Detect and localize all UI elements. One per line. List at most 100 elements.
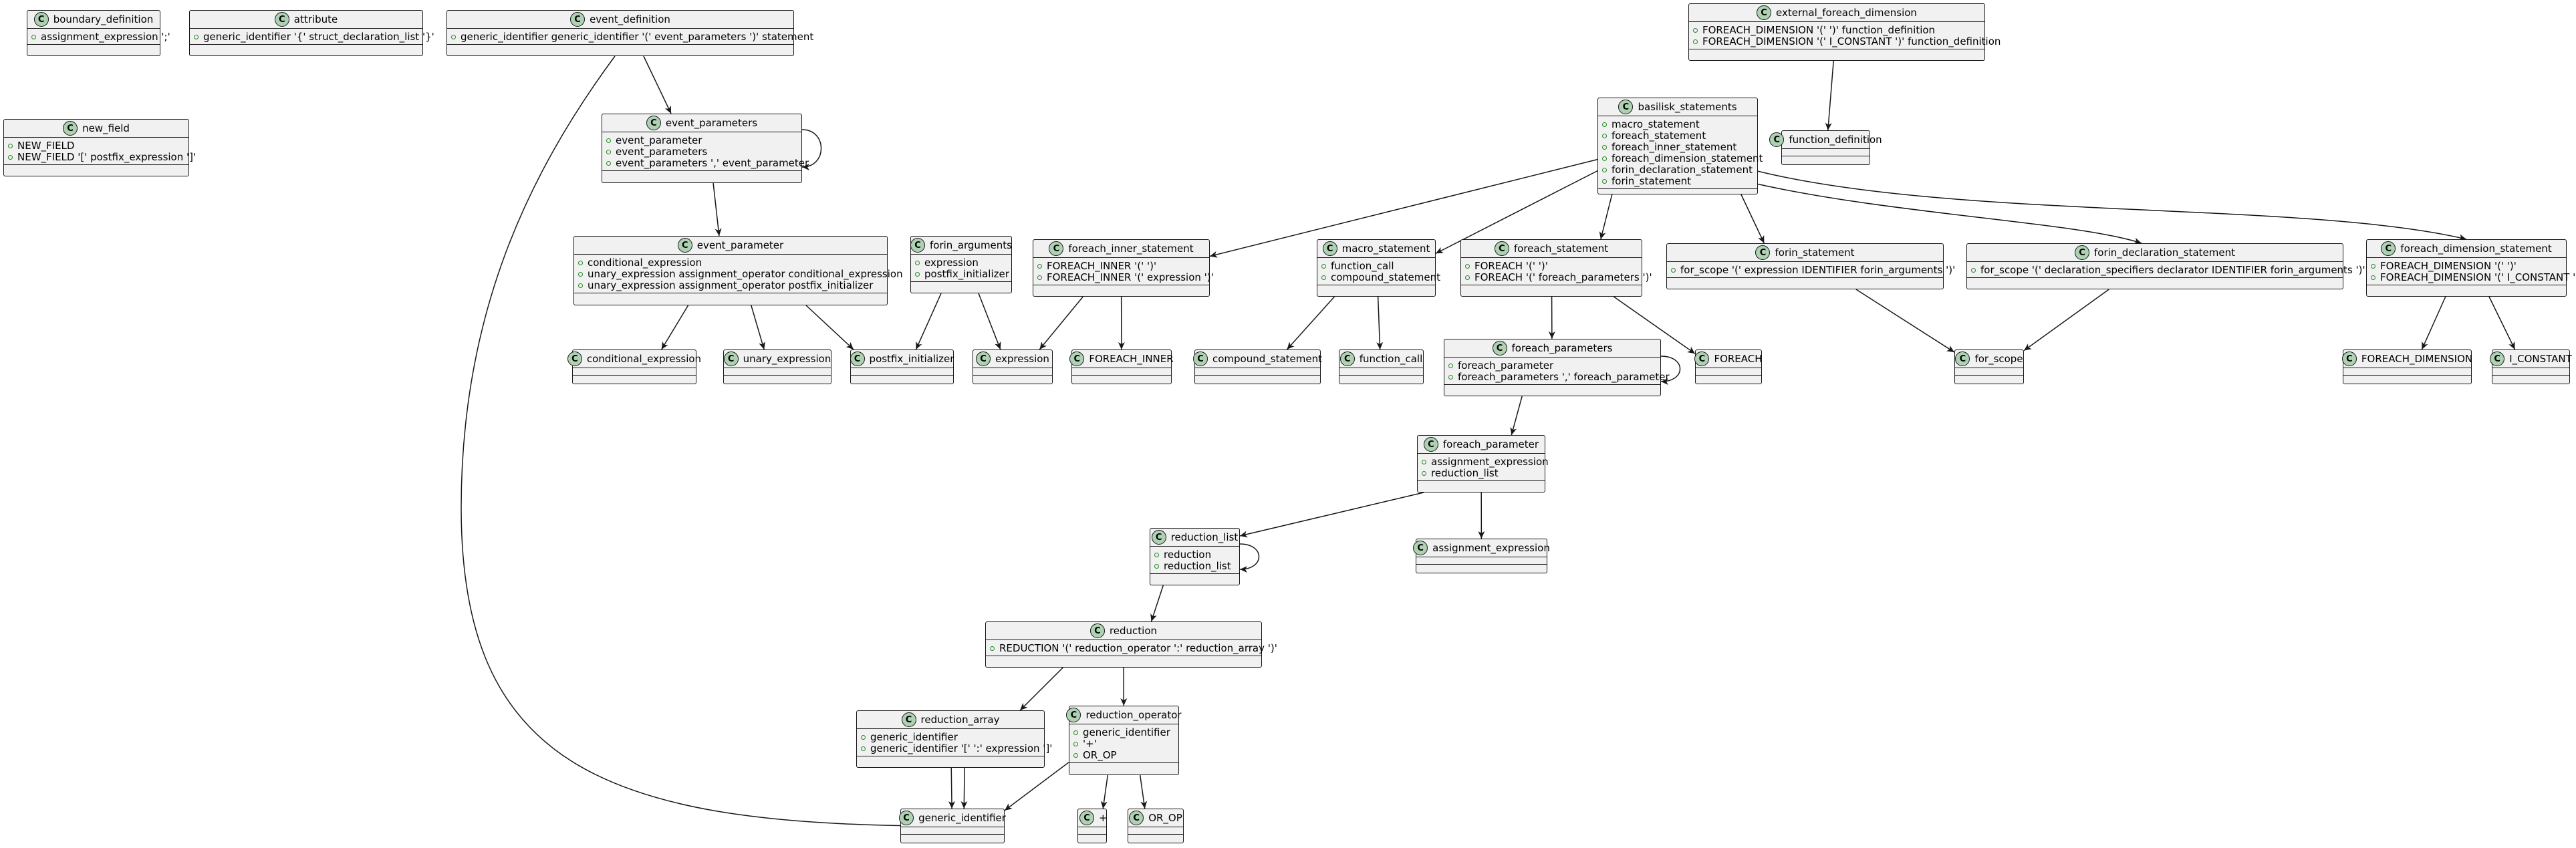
compartment-divider (2492, 375, 2569, 376)
field-row: FOREACH '(' ')' (1465, 261, 1638, 272)
class-name: assignment_expression (1432, 542, 1550, 554)
public-visibility-icon (1971, 268, 1976, 273)
compartment-divider (1150, 573, 1239, 574)
field-text: OR_OP (1083, 749, 1117, 761)
field-text: FOREACH_DIMENSION '(' ')' (2380, 260, 2517, 272)
field-list (1078, 827, 1106, 834)
public-visibility-icon (1602, 134, 1607, 138)
public-visibility-icon (606, 150, 611, 154)
field-list (2343, 368, 2471, 375)
class-stereotype-icon: C (2381, 241, 2396, 256)
class-stereotype-icon: C (1492, 341, 1507, 356)
field-row: FOREACH_INNER '(' ')' (1037, 261, 1205, 272)
field-list: FOREACH '(' ')'FOREACH '(' foreach_param… (1461, 258, 1652, 285)
field-list (973, 368, 1052, 375)
compartment-divider (1444, 357, 1660, 358)
method-list (574, 293, 887, 299)
field-text: event_parameter (616, 134, 702, 146)
field-text: conditional_expression (588, 257, 702, 269)
field-row: expression (915, 257, 1007, 269)
field-list: FOREACH_DIMENSION '(' ')'FOREACH_DIMENSI… (2367, 258, 2576, 285)
compartment-divider (857, 728, 1044, 729)
method-list (1782, 156, 1870, 162)
field-row: function_call (1321, 261, 1431, 272)
field-row: FOREACH '(' foreach_parameters ')' (1465, 272, 1652, 283)
method-list (2343, 376, 2471, 381)
field-text: assignment_expression ';' (41, 31, 170, 43)
public-visibility-icon (861, 735, 866, 740)
class-stereotype-icon: C (567, 351, 582, 366)
public-visibility-icon (1448, 364, 1453, 368)
method-list (1078, 835, 1106, 840)
field-row: event_parameters ',' event_parameter (606, 158, 809, 169)
edge-forin-arguments-to-expression (978, 293, 1001, 350)
edge-event-definition-to-generic-identifier (461, 55, 923, 829)
method-list (1689, 49, 1984, 55)
edge-foreach-parameters-to-foreach-parameters (1660, 356, 1681, 385)
method-list (1444, 385, 1660, 390)
field-list (901, 827, 1004, 834)
field-list: for_scope '(' expression IDENTIFIER fori… (1667, 262, 1955, 277)
method-list (1461, 285, 1642, 291)
compartment-divider (973, 375, 1052, 376)
edge-event-parameters-to-event-parameters (801, 129, 822, 170)
public-visibility-icon (578, 261, 583, 265)
class-stereotype-icon: C (901, 712, 916, 727)
field-list (851, 368, 953, 375)
field-list: REDUCTION '(' reduction_operator ':' red… (986, 640, 1277, 656)
compartment-divider (1598, 188, 1757, 189)
field-list (1339, 368, 1423, 375)
field-list (1955, 368, 2023, 375)
class-header: C+ (1078, 809, 1108, 827)
edge-foreach-parameters-to-foreach-parameter (1510, 396, 1523, 436)
field-row: reduction (1154, 549, 1235, 561)
compartment-divider (27, 44, 160, 45)
class-stereotype-icon: C (33, 12, 49, 27)
compartment-divider (851, 375, 953, 376)
public-visibility-icon (1602, 156, 1607, 161)
field-row: event_parameters (606, 146, 797, 158)
compartment-divider (1667, 261, 1943, 262)
class-name: external_foreach_dimension (1776, 7, 1917, 19)
field-text: FOREACH_INNER '(' expression ')' (1047, 271, 1214, 283)
field-text: FOREACH '(' ')' (1474, 260, 1548, 272)
field-text: unary_expression assignment_operator pos… (588, 279, 874, 291)
compartment-divider (1418, 453, 1545, 454)
field-list: generic_identifier generic_identifier '(… (447, 29, 813, 44)
class-name: foreach_inner_statement (1068, 243, 1194, 255)
edge-event-parameter-to-unary-expression (751, 305, 765, 350)
field-text: NEW_FIELD '[' postfix_expression ']' (17, 151, 197, 163)
class-name: FOREACH_INNER (1089, 353, 1174, 365)
public-visibility-icon (578, 272, 583, 277)
class-name: event_definition (590, 13, 670, 25)
field-text: generic_identifier (870, 731, 958, 743)
class-name: generic_identifier (918, 812, 1006, 824)
field-row: foreach_dimension_statement (1602, 153, 1763, 164)
class-stereotype-icon: C (274, 12, 289, 27)
field-row: reduction_list (1154, 561, 1235, 572)
class-name: reduction_array (920, 714, 1000, 726)
method-list (602, 171, 801, 176)
class-stereotype-icon: C (1089, 623, 1105, 638)
compartment-divider (1416, 564, 1547, 565)
class-stereotype-icon: C (1955, 351, 1970, 366)
compartment-divider (447, 44, 793, 45)
field-text: foreach_dimension_statement (1612, 152, 1763, 164)
compartment-divider (4, 137, 188, 138)
field-text: postfix_initializer (924, 268, 1009, 280)
public-visibility-icon (1073, 730, 1078, 735)
